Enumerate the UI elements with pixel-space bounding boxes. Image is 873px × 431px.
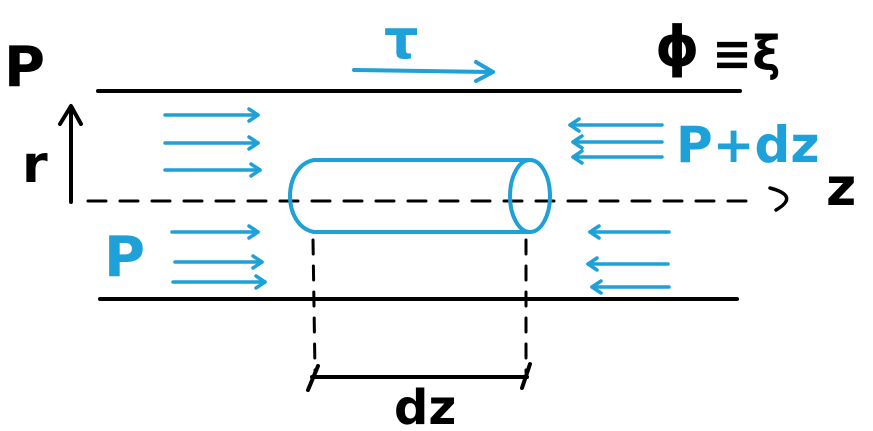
z-axis-arrowhead bbox=[768, 186, 789, 212]
left-pressure-arrows-lower bbox=[170, 224, 267, 290]
right-pressure-arrows-upper bbox=[568, 117, 664, 165]
r-axis-arrowhead bbox=[58, 104, 83, 126]
shear-arrowhead bbox=[474, 60, 495, 83]
label-radial-axis: r bbox=[22, 135, 48, 195]
dz-projection-left bbox=[311, 238, 317, 374]
fluid-element-cylinder bbox=[288, 158, 552, 234]
label-length-element: dz bbox=[394, 380, 456, 431]
label-pressure-left: P bbox=[104, 225, 145, 290]
label-phi-relation: ≡ξ bbox=[712, 26, 781, 82]
right-pressure-arrows-lower bbox=[586, 224, 671, 295]
label-phi: ϕ bbox=[655, 15, 700, 80]
left-pressure-arrows-upper bbox=[163, 107, 262, 178]
shear-arrow-line bbox=[352, 68, 492, 74]
label-pressure-right: P+dz bbox=[676, 116, 819, 174]
label-axial-axis: z bbox=[826, 158, 856, 218]
dz-tick-left bbox=[306, 364, 320, 392]
label-pressure-top: P bbox=[4, 35, 45, 100]
dz-tick-right bbox=[520, 362, 532, 390]
label-shear-stress: τ bbox=[384, 8, 418, 71]
